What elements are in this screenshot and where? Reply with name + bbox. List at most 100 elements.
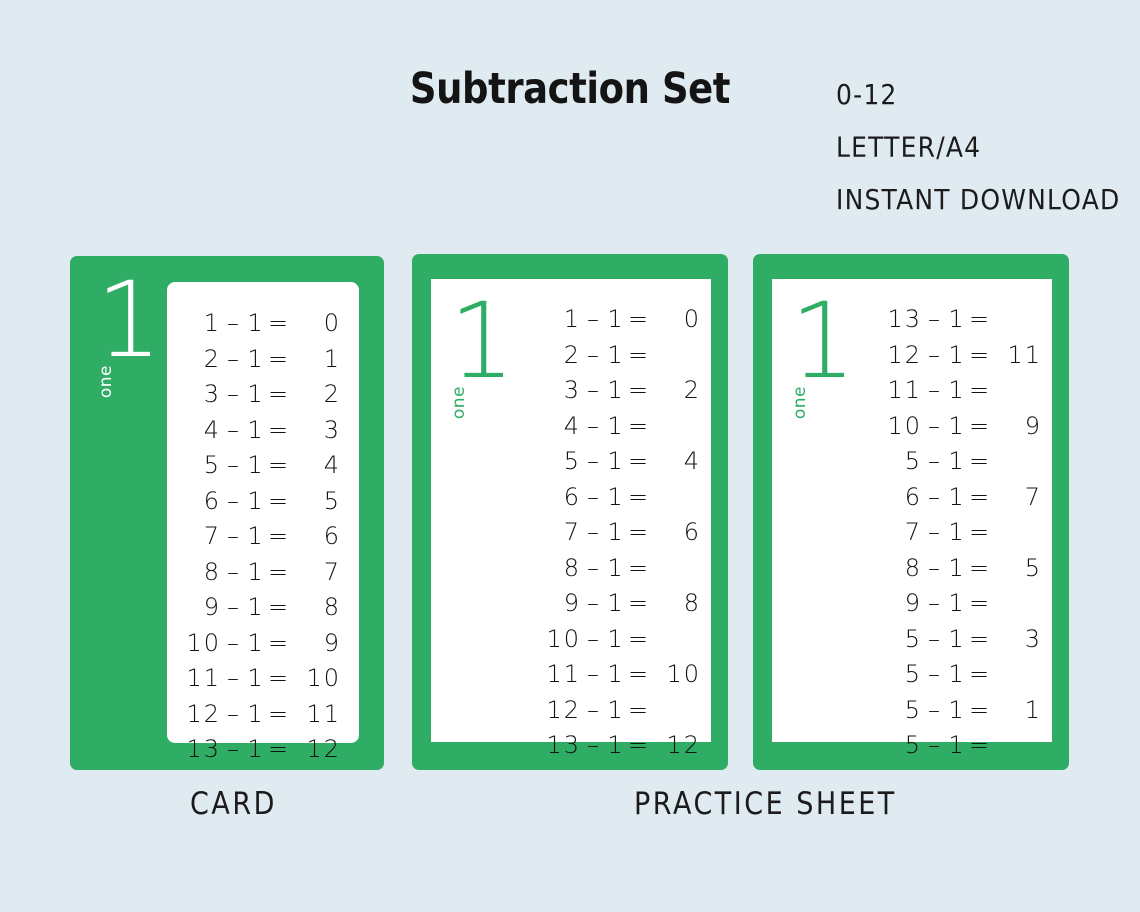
equation-operator: – <box>587 731 599 759</box>
equation-equals: = <box>627 447 649 475</box>
equation-row: 2–1=1 <box>179 342 347 378</box>
equation-operator: – <box>928 660 940 688</box>
equation-operand-a: 9 <box>904 589 922 617</box>
equation-result: 3 <box>323 415 341 444</box>
equation-operator: – <box>227 735 239 763</box>
equation-equals: = <box>968 305 990 333</box>
meta-delivery: INSTANT DOWNLOAD <box>836 183 1121 216</box>
equation-equals: = <box>627 376 649 404</box>
equation-operand-a: 13 <box>887 305 922 333</box>
equation-row: 13–1=12 <box>539 728 707 764</box>
equation-operator: – <box>587 553 599 582</box>
equation-operand-b: 1 <box>247 522 263 550</box>
equation-operator: – <box>587 589 599 617</box>
equation-row: 7–1= <box>880 515 1048 551</box>
equation-operand-a: 5 <box>904 447 922 475</box>
equation-operand-b: 1 <box>247 451 263 479</box>
equation-equals: = <box>968 731 990 759</box>
equation-row: 8–1=7 <box>179 555 347 591</box>
equation-operator: – <box>227 522 239 550</box>
equation-operand-a: 4 <box>563 411 581 440</box>
equation-operand-a: 11 <box>887 376 922 404</box>
equation-operand-a: 3 <box>563 376 581 404</box>
equation-equals: = <box>627 589 649 617</box>
equation-operand-b: 1 <box>247 557 263 586</box>
equation-result: 1 <box>1024 695 1042 724</box>
badge-numeral: 1 <box>449 280 516 402</box>
equation-operand-a: 2 <box>563 340 581 369</box>
equation-operand-b: 1 <box>607 518 623 546</box>
badge-word: one <box>96 365 116 399</box>
equation-equals: = <box>627 482 649 511</box>
equation-result: 7 <box>1024 482 1042 511</box>
equation-result: 8 <box>683 589 701 617</box>
equation-result: 5 <box>1024 553 1042 582</box>
equation-result: 6 <box>323 522 341 550</box>
equation-operand-b: 1 <box>607 553 623 582</box>
equation-operator: – <box>587 660 599 688</box>
equation-row: 4–1= <box>539 409 707 445</box>
equation-operand-b: 1 <box>607 624 623 653</box>
equation-result: 1 <box>323 344 341 373</box>
equation-operand-a: 10 <box>186 628 221 657</box>
equation-row: 5–1=4 <box>179 448 347 484</box>
equation-operator: – <box>587 624 599 653</box>
equation-operand-b: 1 <box>247 735 263 763</box>
equation-result: 12 <box>666 731 701 759</box>
equation-equals: = <box>968 482 990 511</box>
equation-operand-a: 5 <box>203 451 221 479</box>
equation-result: 12 <box>306 735 341 763</box>
equation-row: 1–1=0 <box>539 302 707 338</box>
equation-operand-a: 7 <box>904 518 922 546</box>
equation-equals: = <box>968 589 990 617</box>
equation-operand-a: 13 <box>186 735 221 763</box>
equation-operand-b: 1 <box>607 305 623 333</box>
equation-result: 4 <box>683 447 701 475</box>
equation-row: 12–1=11 <box>880 338 1048 374</box>
equation-equals: = <box>267 557 289 586</box>
equation-row: 8–1= <box>539 551 707 587</box>
equation-operator: – <box>587 518 599 546</box>
equation-operand-b: 1 <box>948 695 964 724</box>
equation-operand-b: 1 <box>948 340 964 369</box>
equation-operator: – <box>928 695 940 724</box>
product-meta-list: 0-12 LETTER/A4 INSTANT DOWNLOAD <box>836 68 1136 226</box>
equation-result: 6 <box>683 518 701 546</box>
equation-equals: = <box>968 695 990 724</box>
equation-equals: = <box>968 340 990 369</box>
equation-result: 8 <box>323 593 341 621</box>
equation-operand-a: 5 <box>904 624 922 653</box>
equation-operand-a: 9 <box>203 593 221 621</box>
equation-result: 0 <box>683 305 701 333</box>
equation-operator: – <box>587 695 599 724</box>
equation-operand-b: 1 <box>247 486 263 515</box>
equation-equals: = <box>968 447 990 475</box>
equation-result: 9 <box>1024 411 1042 440</box>
badge-word: one <box>790 386 810 420</box>
equation-operator: – <box>928 731 940 759</box>
equation-equals: = <box>627 340 649 369</box>
equation-equals: = <box>627 518 649 546</box>
equation-operand-a: 7 <box>203 522 221 550</box>
equation-row: 11–1=10 <box>179 661 347 697</box>
equation-row: 9–1= <box>880 586 1048 622</box>
equation-operand-a: 3 <box>203 380 221 408</box>
equation-operand-b: 1 <box>948 482 964 511</box>
equation-row: 2–1= <box>539 338 707 374</box>
equation-row: 6–1=5 <box>179 484 347 520</box>
equation-operand-a: 8 <box>904 553 922 582</box>
equation-row: 5–1= <box>880 657 1048 693</box>
equation-operator: – <box>928 411 940 440</box>
equation-operator: – <box>227 628 239 657</box>
equation-operand-b: 1 <box>948 411 964 440</box>
equation-operand-a: 5 <box>563 447 581 475</box>
equation-equals: = <box>627 731 649 759</box>
equation-operand-b: 1 <box>247 415 263 444</box>
equation-operand-b: 1 <box>948 589 964 617</box>
number-badge: 1 one <box>96 268 162 399</box>
